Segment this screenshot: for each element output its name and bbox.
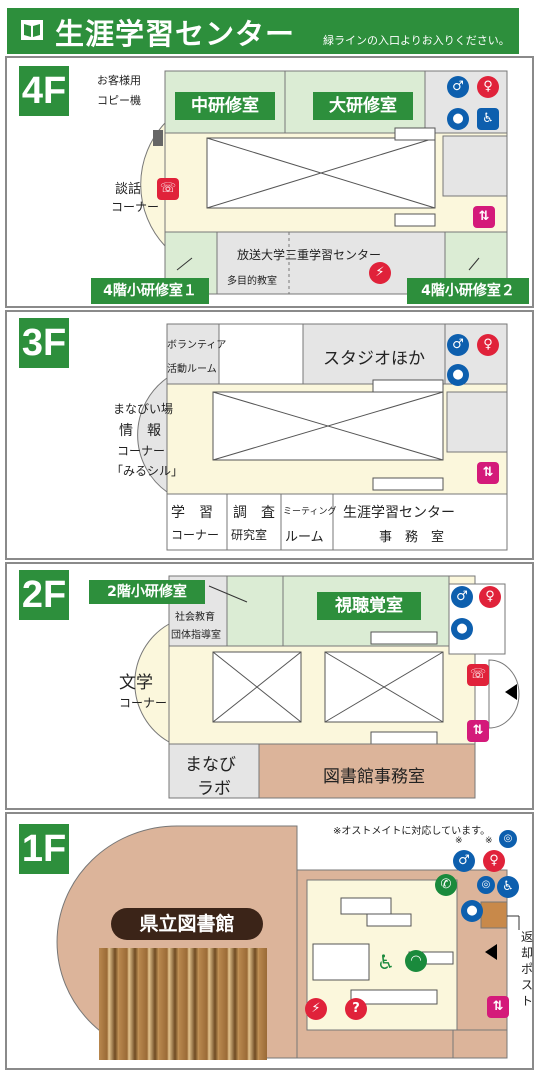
elevator-icon: ⇅ [467, 720, 489, 742]
public-phone-icon: ☏ [467, 664, 489, 686]
public-phone-icon: ☏ [157, 178, 179, 200]
ostomate-icon: ◎ [499, 830, 517, 848]
info-corner-label-2: 情 報 [119, 423, 161, 439]
room-small-2: 2階小研修室 [89, 580, 205, 604]
copy-machine-label-1: お客様用 [97, 74, 141, 87]
copy-machine-label-2: コピー機 [97, 94, 141, 107]
book-icon [21, 20, 43, 40]
floor-4f: 4F 中研修室 大研修室 お客様用 コピー機 談話 コーナー ☏ 放送大学三重学… [5, 56, 534, 308]
ostomate-note: ※オストメイトに対応しています。 [333, 826, 491, 837]
return-post-label-3: ポ [521, 962, 534, 976]
elevator-icon: ⇅ [473, 206, 495, 228]
social-education-label-2: 団体指導室 [171, 630, 221, 641]
entrance-note: 緑ラインの入口よりお入りください。 [323, 34, 510, 47]
elevator-icon: ⇅ [487, 996, 509, 1018]
volunteer-room-label-1: ボランティア [167, 340, 227, 351]
page-header: 生涯学習センター 緑ラインの入口よりお入りください。 [7, 8, 519, 54]
bookshelf-photo [99, 948, 267, 1060]
research-room-label-1: 調 査 [233, 505, 275, 521]
room-small-4-2: 4階小研修室２ [407, 278, 529, 304]
water-fountain-icon: ● [447, 364, 469, 386]
manabi-lab-label-2: ラボ [197, 779, 231, 799]
ostomate-icon: ◎ [477, 876, 495, 894]
womens-restroom-icon: ♀ [477, 76, 499, 98]
research-room-label-2: 研究室 [231, 528, 268, 542]
floor-2f: 2F 2階小研修室 視聴覚室 社会教育 団体指導室 文学 コーナー まなび ラボ… [5, 562, 534, 810]
manabi-lab-label-1: まなび [185, 755, 236, 775]
center-office-label-1: 生涯学習センター [343, 505, 455, 521]
studio-label: スタジオほか [323, 349, 425, 369]
info-desk-icon: ? [345, 998, 367, 1020]
mens-restroom-icon: ♂ [453, 850, 475, 872]
literature-corner-label-2: コーナー [119, 696, 168, 710]
return-post-label-5: ト [521, 994, 534, 1008]
return-post-label-1: 返 [521, 930, 534, 944]
social-education-label-1: 社会教育 [175, 612, 215, 623]
water-fountain-icon: ● [447, 108, 469, 130]
wheelchair-icon: ♿ [377, 950, 395, 974]
room-small-4-1: 4階小研修室１ [91, 278, 209, 304]
meeting-room-label-1: ミーティング [283, 507, 337, 517]
mens-restroom-icon: ♂ [447, 334, 469, 356]
info-corner-label-1: まなびい場 [113, 402, 174, 416]
mens-restroom-icon: ♂ [447, 76, 469, 98]
ostomate-mark-1: ※ [455, 836, 463, 846]
literature-corner-label-1: 文学 [119, 673, 153, 693]
mens-restroom-icon: ♂ [451, 586, 473, 608]
info-corner-label-3: コーナー [117, 444, 166, 458]
library-office-label: 図書館事務室 [323, 767, 425, 787]
aed-icon: ⚡ [305, 998, 327, 1020]
info-corner-label-4: 「みるシル」 [111, 464, 184, 478]
water-fountain-icon: ● [451, 618, 473, 640]
aed-icon: ⚡ [369, 262, 391, 284]
floor-label-3f: 3F [19, 318, 69, 368]
room-av: 視聴覚室 [317, 592, 421, 620]
elevator-icon: ⇅ [477, 462, 499, 484]
floor-3f: 3F ボランティア 活動ルーム スタジオほか まなびい場 情 報 コーナー 「み… [5, 310, 534, 560]
meeting-room-label-2: ルーム [285, 530, 324, 545]
floor-label-1f: 1F [19, 824, 69, 874]
room-large-training: 大研修室 [313, 92, 413, 120]
floor-label-4f: 4F [19, 66, 69, 116]
multipurpose-room-label: 多目的教室 [227, 276, 277, 287]
water-fountain-icon: ● [461, 900, 483, 922]
womens-restroom-icon: ♀ [479, 586, 501, 608]
accessible-restroom-icon: ♿ [497, 876, 519, 898]
accessible-restroom-icon: ♿ [477, 108, 499, 130]
room-middle-training: 中研修室 [175, 92, 275, 120]
wifi-icon: ◠ [405, 950, 427, 972]
womens-restroom-icon: ♀ [483, 850, 505, 872]
return-post-label-2: 却 [521, 946, 534, 960]
ostomate-mark-2: ※ [485, 836, 493, 846]
prefectural-library-label: 県立図書館 [111, 908, 263, 940]
womens-restroom-icon: ♀ [477, 334, 499, 356]
center-office-label-2: 事 務 室 [379, 530, 445, 545]
lounge-label-1: 談話 [115, 182, 142, 197]
floor-label-2f: 2F [19, 570, 69, 620]
page-title: 生涯学習センター [55, 17, 296, 51]
floor-1f: 1F ※オストメイトに対応しています。 ※ ※ 県立図書館 ♂ ♀ ◎ ✆ ◎ … [5, 812, 534, 1070]
return-post-label-4: ス [521, 978, 534, 992]
open-university-label: 放送大学三重学習センター [237, 248, 382, 262]
study-corner-label-1: 学 習 [171, 505, 213, 521]
phone-icon: ✆ [435, 874, 457, 896]
volunteer-room-label-2: 活動ルーム [167, 364, 217, 375]
lounge-label-2: コーナー [111, 200, 160, 214]
study-corner-label-2: コーナー [171, 528, 220, 542]
